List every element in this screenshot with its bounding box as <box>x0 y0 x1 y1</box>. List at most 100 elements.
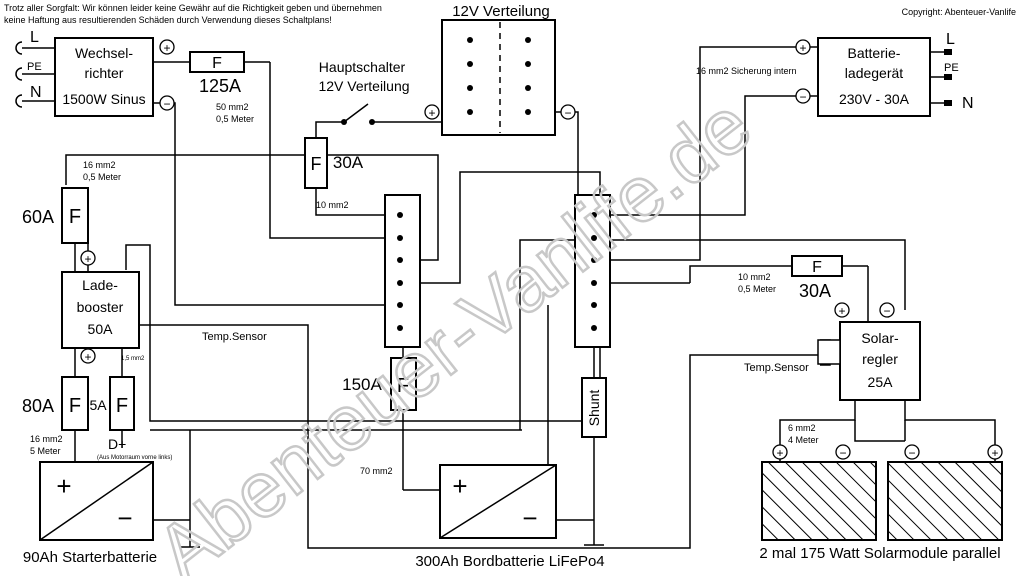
inverter-minus-terminal <box>159 95 175 111</box>
main-switch-label-1: Hauptschalter <box>319 59 406 75</box>
inverter-label-3: 1500W Sinus <box>62 91 145 107</box>
inverter: Wechsel- richter 1500W Sinus L PE N + − <box>15 29 175 117</box>
fuse-125a-rating: 125A <box>199 76 241 96</box>
charger-label-1: Batterie- <box>848 45 901 61</box>
charger-n-label: N <box>962 95 974 112</box>
distribution-12v: 12V Verteilung + − <box>424 3 576 136</box>
minus-sign: − <box>799 90 806 104</box>
house-plus: + <box>452 471 467 501</box>
fuse-symbol: F <box>812 259 822 276</box>
solar-panel-1: + − <box>761 444 877 541</box>
cable-16-bottom-line1: 16 mm2 <box>30 434 63 444</box>
distribution-title: 12V Verteilung <box>452 3 550 20</box>
charger-label-2: ladegerät <box>845 65 903 81</box>
regulator-label-2: regler <box>862 351 898 367</box>
fuse-symbol: F <box>311 154 322 174</box>
charger-label-3: 230V - 30A <box>839 91 910 107</box>
inverter-l-label: L <box>30 29 39 46</box>
starter-minus: − <box>117 503 132 533</box>
house-battery: + − <box>439 464 557 539</box>
fuse-150a-rating: 150A <box>342 375 382 394</box>
starter-battery: + − <box>39 461 190 541</box>
shunt-label: Shunt <box>586 390 602 427</box>
cable-15: 1,5 mm2 <box>121 356 145 362</box>
copyright: Copyright: Abenteuer-Vanlife <box>902 7 1016 17</box>
temp-sensor-right: Temp.Sensor <box>744 362 809 374</box>
charger-pe-label: PE <box>944 62 959 74</box>
minus-sign: − <box>163 97 170 111</box>
cable-6-line2: 4 Meter <box>788 435 819 445</box>
main-switch-label-2: 12V Verteilung <box>318 78 409 94</box>
d-plus-label: D+ <box>108 436 126 452</box>
cable-70: 70 mm2 <box>360 466 393 476</box>
inverter-pe-label: PE <box>27 61 42 73</box>
cable-6-line1: 6 mm2 <box>788 423 816 433</box>
fuse-60a: 16 mm2 0,5 Meter F 60A <box>22 160 121 244</box>
fuse-125a: F 125A 50 mm2 0,5 Meter <box>189 51 254 124</box>
plus-sign: + <box>163 41 170 55</box>
fuse-30a-solar: 10 mm2 0,5 Meter F 30A <box>738 255 843 301</box>
charger-l-label: L <box>946 31 955 48</box>
cable-solar-line2: 0,5 Meter <box>738 284 776 294</box>
booster-label-1: Lade- <box>82 277 118 293</box>
plus-sign: + <box>991 446 998 460</box>
busbar-minus <box>574 194 611 348</box>
fuse-80a: F 80A <box>22 376 89 431</box>
minus-sign: − <box>908 446 915 460</box>
regulator-label-1: Solar- <box>861 330 899 346</box>
main-switch: Hauptschalter 12V Verteilung <box>318 59 410 125</box>
wires <box>65 46 996 549</box>
booster-label-2: booster <box>77 299 124 315</box>
fuse-30a-switch: F 30A <box>304 137 364 189</box>
cable-16-top-line1: 16 mm2 <box>83 160 116 170</box>
inverter-plus-terminal <box>159 39 175 55</box>
fuse-80a-rating: 80A <box>22 396 54 416</box>
fuse-symbol: F <box>69 395 81 417</box>
inverter-label-1: Wechsel- <box>75 45 133 61</box>
disclaimer-line-1: Trotz aller Sorgfalt: Wir können leider … <box>4 3 382 13</box>
cable-solar-line1: 10 mm2 <box>738 272 771 282</box>
cable-50-line2: 0,5 Meter <box>216 114 254 124</box>
busbar-plus: 10 mm2 <box>316 194 421 348</box>
shunt: Shunt <box>581 377 607 438</box>
plus-sign: + <box>428 106 435 120</box>
regulator-label-3: 25A <box>868 374 894 390</box>
inverter-n-label: N <box>30 84 42 101</box>
solar-regulator: Solar- regler 25A + − Temp.Sensor <box>744 302 921 401</box>
fuse-symbol: F <box>69 206 81 228</box>
solar-panel-2: − + <box>887 444 1003 541</box>
charging-booster: Lade- booster 50A + + Temp.Sensor <box>61 250 267 364</box>
caption-house: 300Ah Bordbatterie LiFePo4 <box>415 553 604 570</box>
plus-sign: + <box>84 350 91 364</box>
inverter-label-2: richter <box>85 65 124 81</box>
minus-sign: − <box>564 106 571 120</box>
fuse-30a-solar-rating: 30A <box>799 281 831 301</box>
fuse-symbol: F <box>116 395 128 417</box>
d-plus-note: (Aus Motorraum vorne links) <box>97 455 172 461</box>
fuse-symbol: F <box>397 375 409 397</box>
cable-16-bottom-line2: 5 Meter <box>30 446 61 456</box>
minus-sign: − <box>883 304 890 318</box>
cable-16-top-line2: 0,5 Meter <box>83 172 121 182</box>
cable-10-bus: 10 mm2 <box>316 200 349 210</box>
minus-sign: − <box>839 446 846 460</box>
temp-sensor-left: Temp.Sensor <box>202 331 267 343</box>
caption-starter: 90Ah Starterbatterie <box>23 549 157 566</box>
battery-charger: Batterie- ladegerät 230V - 30A L PE N + … <box>696 31 974 117</box>
plus-sign: + <box>84 252 91 266</box>
fuse-5a-rating: 5A <box>89 397 107 413</box>
charger-cable-label: 16 mm2 Sicherung intern <box>696 66 797 76</box>
starter-plus: + <box>56 471 71 501</box>
house-minus: − <box>522 503 537 533</box>
disclaimer-line-2: keine Haftung aus resultierenden Schäden… <box>4 15 332 25</box>
plus-sign: + <box>838 304 845 318</box>
fuse-60a-rating: 60A <box>22 207 54 227</box>
cable-50-line1: 50 mm2 <box>216 102 249 112</box>
fuse-5a: F 5A 1,5 mm2 <box>89 356 145 431</box>
fuse-symbol: F <box>212 55 222 72</box>
caption-solar: 2 mal 175 Watt Solarmodule parallel <box>759 545 1000 562</box>
plus-sign: + <box>776 446 783 460</box>
booster-label-3: 50A <box>88 321 114 337</box>
fuse-150a: F 150A 70 mm2 <box>342 357 417 476</box>
